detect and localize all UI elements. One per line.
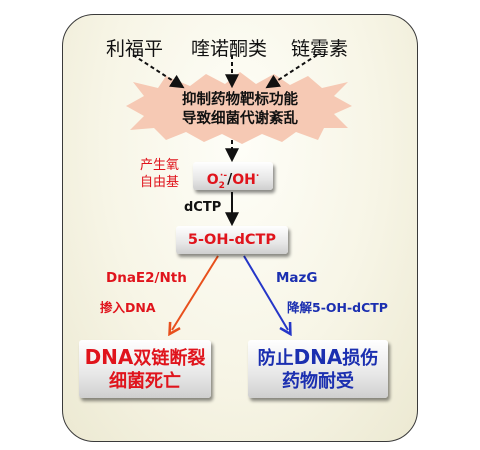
outcome-left-line-1: DNA双链断裂	[84, 345, 206, 370]
superoxide-label: O2·-	[206, 171, 228, 191]
outcome-box-right: 防止DNA损伤 药物耐受	[248, 340, 388, 398]
starburst-shape	[126, 72, 352, 144]
outcome-left-line-2: 细菌死亡	[109, 371, 181, 392]
drug-quinolones: 喹诺酮类	[191, 38, 268, 60]
left-action-label: 掺入DNA	[100, 300, 156, 315]
ros-box: O2·-/OH·	[193, 162, 273, 190]
right-action-label: 降解5-OH-dCTP	[287, 300, 388, 315]
mechanism-line-2: 导致细菌代谢紊乱	[182, 111, 298, 127]
mechanism-line-1: 抑制药物靶标功能	[182, 92, 298, 108]
ros-note-line-2: 自由基	[140, 175, 180, 190]
arrow-blue-path	[243, 255, 288, 330]
left-enzyme-label: DnaE2/Nth	[106, 270, 187, 286]
arrow-rifampicin	[132, 54, 185, 89]
arrow-red-path	[172, 255, 219, 330]
ros-separator: /	[227, 171, 233, 188]
outcome-box-left: DNA双链断裂 细菌死亡	[79, 340, 211, 398]
drug-rifampicin: 利福平	[106, 38, 164, 60]
ros-note-line-1: 产生氧	[140, 158, 180, 173]
dctp-label: dCTP	[184, 200, 222, 215]
outcome-right-line-1: 防止DNA损伤	[257, 345, 379, 370]
outcome-right-line-2: 药物耐受	[282, 371, 354, 392]
right-enzyme-label: MazG	[276, 270, 318, 286]
drug-streptomycin: 链霉素	[291, 38, 349, 60]
hydroxyl-label: OH·	[232, 171, 260, 188]
arrow-streptomycin	[265, 54, 318, 89]
oh-dctp-box: 5-OH-dCTP	[176, 226, 288, 254]
